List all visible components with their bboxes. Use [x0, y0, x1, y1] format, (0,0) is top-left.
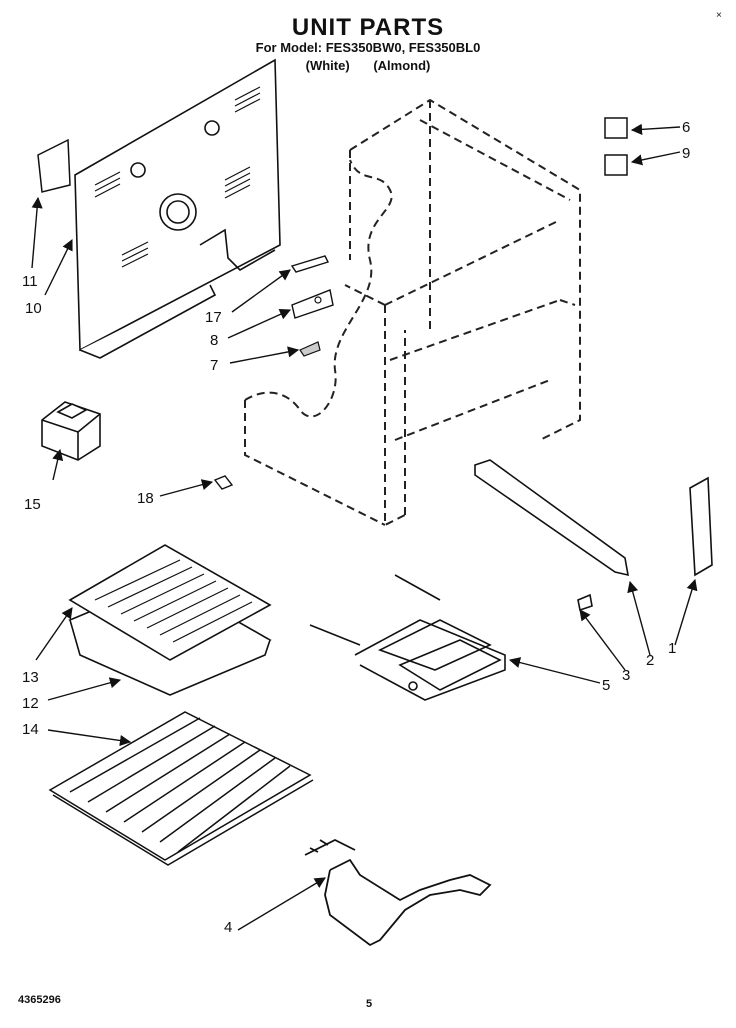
callout-17: 17 [205, 309, 222, 326]
model-line: For Model: FES350BW0, FES350BL0 [255, 40, 481, 55]
callout-2: 2 [646, 652, 654, 669]
callout-labels: 6 9 11 10 17 8 7 15 18 13 12 14 5 3 2 1 … [22, 119, 690, 936]
broil-element [304, 838, 492, 947]
doc-number: 4365296 [18, 994, 61, 1006]
callout-12: 12 [22, 695, 39, 712]
callout-5: 5 [602, 677, 610, 694]
color-almond-label: (Almond) [373, 58, 431, 73]
color-labels: (White) (Almond) [0, 58, 736, 73]
knob-part-9 [604, 154, 628, 176]
broiler-pan [68, 544, 272, 696]
callout-10: 10 [25, 300, 42, 317]
knob-part-6 [604, 117, 628, 139]
back-panel [74, 58, 281, 359]
callout-7: 7 [210, 357, 218, 374]
callout-14: 14 [22, 721, 39, 738]
callout-1: 1 [668, 640, 676, 657]
callout-13: 13 [22, 669, 39, 686]
callout-11: 11 [22, 273, 38, 290]
page-title: UNIT PARTS [291, 14, 445, 41]
page-number: 5 [366, 998, 373, 1010]
cabinet-outline [244, 98, 581, 527]
small-clip [213, 475, 234, 490]
callout-9: 9 [682, 145, 690, 162]
bracket-part [291, 289, 334, 319]
heating-element [309, 574, 506, 701]
callout-4: 4 [224, 919, 232, 936]
callout-6: 6 [682, 119, 690, 136]
rail-assembly [474, 459, 713, 612]
callout-8: 8 [210, 332, 218, 349]
color-white-label: (White) [305, 58, 350, 73]
callout-3: 3 [622, 667, 630, 684]
clip-part [299, 341, 321, 357]
oven-rack [48, 711, 314, 866]
terminal-block [290, 255, 329, 273]
leader-lines [31, 123, 698, 931]
corner-mark: × [716, 10, 722, 21]
callout-15: 15 [24, 496, 41, 513]
mounting-bracket [37, 138, 71, 193]
switch-box [41, 401, 101, 461]
callout-18: 18 [137, 490, 154, 507]
